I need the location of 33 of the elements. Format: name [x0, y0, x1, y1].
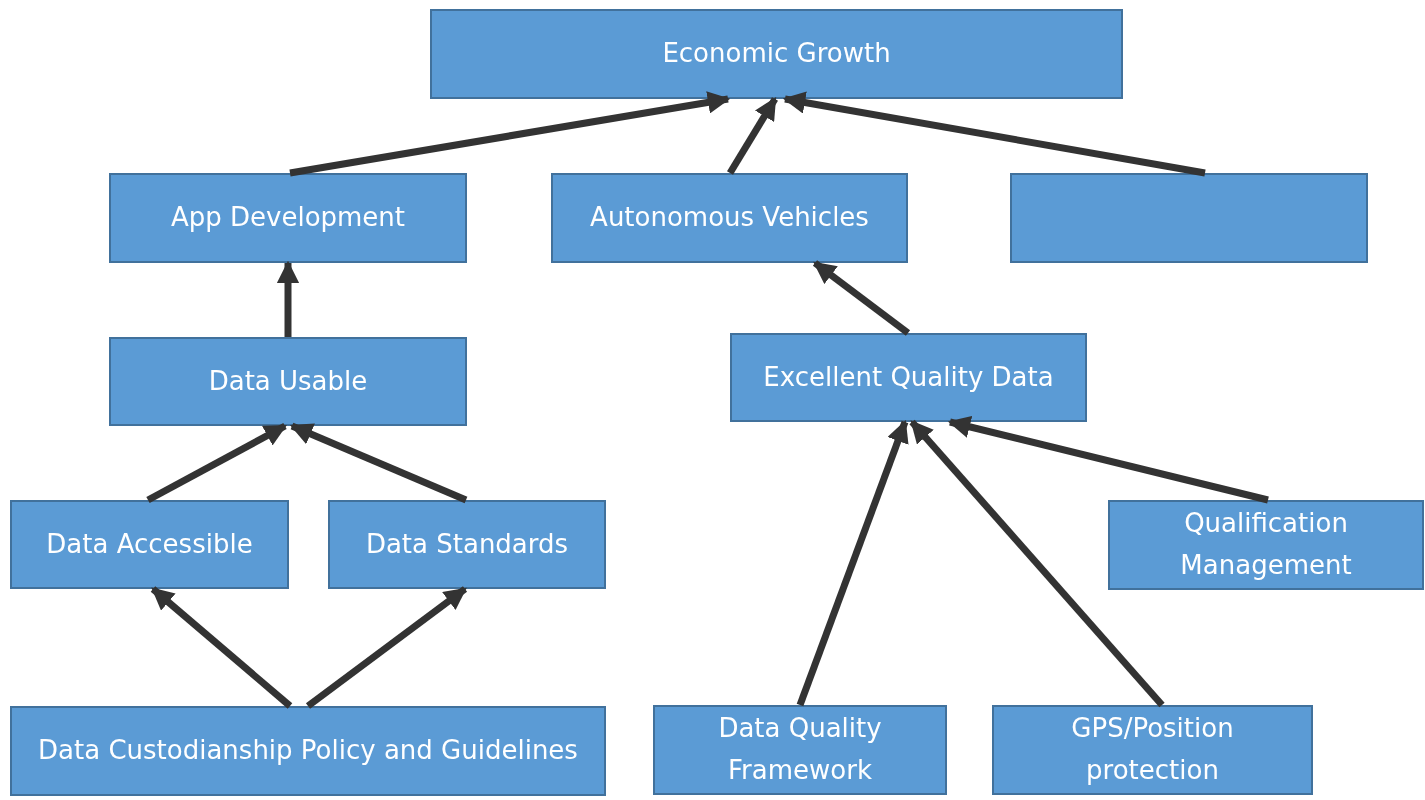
- process-box: [430, 9, 1123, 99]
- box-label: Data Custodianship Policy and Guidelines: [38, 734, 578, 768]
- arrow: [727, 97, 778, 175]
- box-label: App Development: [170, 201, 406, 235]
- process-box: [10, 706, 606, 796]
- process-box: [653, 705, 947, 795]
- box-label: Data Quality Framework: [717, 712, 883, 787]
- process-box: [1108, 500, 1424, 590]
- process-box: [551, 173, 908, 263]
- box-label: GPS/Position protection: [1070, 712, 1235, 787]
- process-box: [10, 500, 289, 589]
- box-label: Excellent Quality Data: [763, 360, 1054, 394]
- box-label: Data Accessible: [46, 527, 253, 561]
- arrow: [812, 260, 911, 336]
- box-label: Data Standards: [365, 527, 569, 561]
- arrow: [289, 422, 468, 504]
- process-box: [109, 337, 467, 426]
- arrow: [146, 422, 287, 504]
- box-label: Data Usable: [208, 364, 368, 398]
- arrow: [150, 586, 293, 709]
- process-box: [328, 500, 606, 589]
- arrow: [796, 419, 909, 707]
- box-label: Qualification Management: [1179, 507, 1353, 582]
- process-box: [992, 705, 1313, 795]
- process-box: [109, 173, 467, 263]
- empty-box: [1010, 173, 1368, 263]
- arrow: [947, 415, 1269, 504]
- arrow: [276, 260, 300, 337]
- arrow: [909, 419, 1165, 708]
- process-box: [730, 333, 1087, 422]
- box-label: Autonomous Vehicles: [590, 201, 869, 235]
- arrow: [305, 586, 468, 709]
- box-label: Economic Growth: [662, 37, 891, 71]
